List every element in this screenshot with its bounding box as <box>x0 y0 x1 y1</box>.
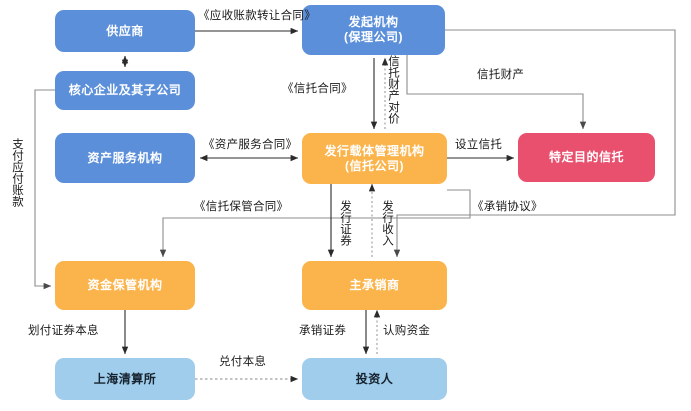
node-core-enterprise[interactable]: 核心企业及其子公司 <box>55 71 195 110</box>
edge-label-issue-securities: 发行证券 <box>339 200 351 246</box>
node-special-purpose-trust-label: 特定目的信托 <box>548 150 624 164</box>
node-spv-manager[interactable]: 发行载体管理机构 (信托公司) <box>302 133 447 184</box>
edge-spvmgr-to-custody <box>159 189 471 258</box>
edge-label-underwriting-agreement: 《承销协议》 <box>472 201 543 213</box>
node-shanghai-clearing-house[interactable]: 上海清算所 <box>55 358 195 400</box>
node-originator-label: 发起机构 (保理公司) <box>344 15 403 44</box>
edge-label-subscription-funds: 认购资金 <box>383 325 431 337</box>
edge-label-establish-trust: 设立信托 <box>455 139 503 151</box>
node-supplier-label: 供应商 <box>106 23 144 38</box>
node-investor-label: 投资人 <box>355 371 394 386</box>
node-originator[interactable]: 发起机构 (保理公司) <box>302 5 445 55</box>
edge-label-trust-property: 信托财产 <box>477 69 525 81</box>
node-shanghai-clearing-house-label: 上海清算所 <box>93 371 157 386</box>
edge-label-asset-service-contract: 《资产服务合同》 <box>203 139 298 151</box>
edge-label-pay-accounts-payable: 支付应付账款 <box>11 138 23 207</box>
node-asset-service-org[interactable]: 资产服务机构 <box>55 133 195 183</box>
node-lead-underwriter[interactable]: 主承销商 <box>302 261 447 310</box>
edge-label-trust-custody-contract: 《信托保管合同》 <box>194 201 289 213</box>
edge-label-trust-property-consideration: 信托财产对价 <box>387 55 399 124</box>
node-fund-custody-label: 资金保管机构 <box>87 278 163 292</box>
edge-label-issue-proceeds: 发行收入 <box>381 200 393 246</box>
node-lead-underwriter-label: 主承销商 <box>349 278 400 292</box>
edge-label-transfer-principal-interest: 划付证券本息 <box>28 325 99 337</box>
node-special-purpose-trust[interactable]: 特定目的信托 <box>518 133 655 182</box>
edge-label-underwrite-securities: 承销证券 <box>299 325 347 337</box>
edge-core-to-custody <box>34 89 55 290</box>
node-asset-service-org-label: 资产服务机构 <box>87 150 163 165</box>
node-spv-manager-label: 发行载体管理机构 (信托公司) <box>324 143 425 173</box>
edge-label-receivable-transfer-contract: 《应收账款转让合同》 <box>198 10 316 22</box>
edge-originator-to-sptrust <box>406 55 587 130</box>
edge-label-redeem-principal-interest: 兑付本息 <box>219 356 267 368</box>
node-fund-custody[interactable]: 资金保管机构 <box>55 261 195 310</box>
node-core-enterprise-label: 核心企业及其子公司 <box>68 83 182 97</box>
edge-originator-to-underwriter <box>393 29 676 258</box>
node-investor[interactable]: 投资人 <box>302 358 447 400</box>
edge-label-trust-contract: 《信托合同》 <box>282 83 353 95</box>
node-supplier[interactable]: 供应商 <box>55 10 195 52</box>
